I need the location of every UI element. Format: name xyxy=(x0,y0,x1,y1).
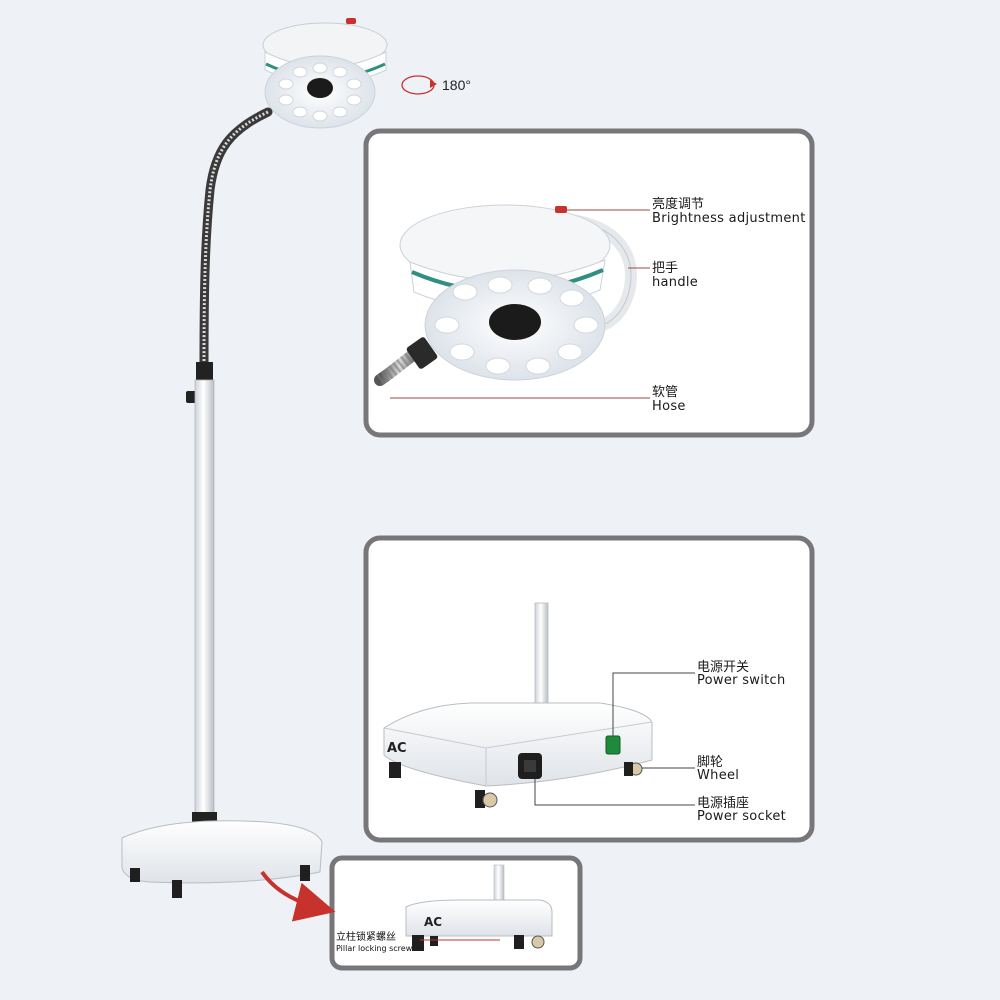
callout-wheel-zh: 脚轮 xyxy=(697,754,723,770)
power-switch xyxy=(605,735,621,755)
callout-hose-zh: 软管 xyxy=(652,385,678,400)
head-detail-panel: 亮度调节 Brightness adjustment 把手 handle 软管 … xyxy=(363,128,815,438)
callout-power-switch-zh: 电源开关 xyxy=(697,660,749,675)
lamp-head xyxy=(262,18,388,129)
screw-label-en: Pillar locking screw xyxy=(336,944,413,953)
height-adjust-knob xyxy=(186,391,196,403)
base-detail-panel: AC 电源开关 Power switch 脚轮 Wheel 电源插座 Power… xyxy=(363,535,815,843)
rotate-arrow-icon xyxy=(430,80,437,88)
callout-power-switch-en: Power switch xyxy=(697,673,786,688)
red-pointer-arrow-icon xyxy=(260,870,336,922)
callout-wheel-en: Wheel xyxy=(697,768,739,783)
base-ac-label: AC xyxy=(387,741,407,756)
callout-power-socket-zh: 电源插座 xyxy=(697,796,749,811)
rotation-indicator: 180° xyxy=(401,75,471,95)
callout-hose-en: Hose xyxy=(652,399,686,414)
screw-label-zh: 立柱锁紧螺丝 xyxy=(336,930,396,943)
callout-handle-zh: 把手 xyxy=(652,261,678,276)
callout-handle-en: handle xyxy=(652,275,698,290)
screw-ac-label: AC xyxy=(424,915,442,929)
pole xyxy=(194,379,215,821)
main-lamp: 180° xyxy=(121,18,471,898)
callout-brightness-en: Brightness adjustment xyxy=(652,211,806,226)
callout-power-socket-en: Power socket xyxy=(697,809,786,824)
callout-brightness-zh: 亮度调节 xyxy=(652,196,704,212)
caster-wheel xyxy=(475,762,643,808)
screw-detail-panel: AC 立柱锁紧螺丝 Pillar locking screw xyxy=(329,855,583,971)
gooseneck-hose xyxy=(199,107,273,370)
lamp-base xyxy=(121,820,323,898)
rotation-degrees: 180° xyxy=(442,77,471,93)
